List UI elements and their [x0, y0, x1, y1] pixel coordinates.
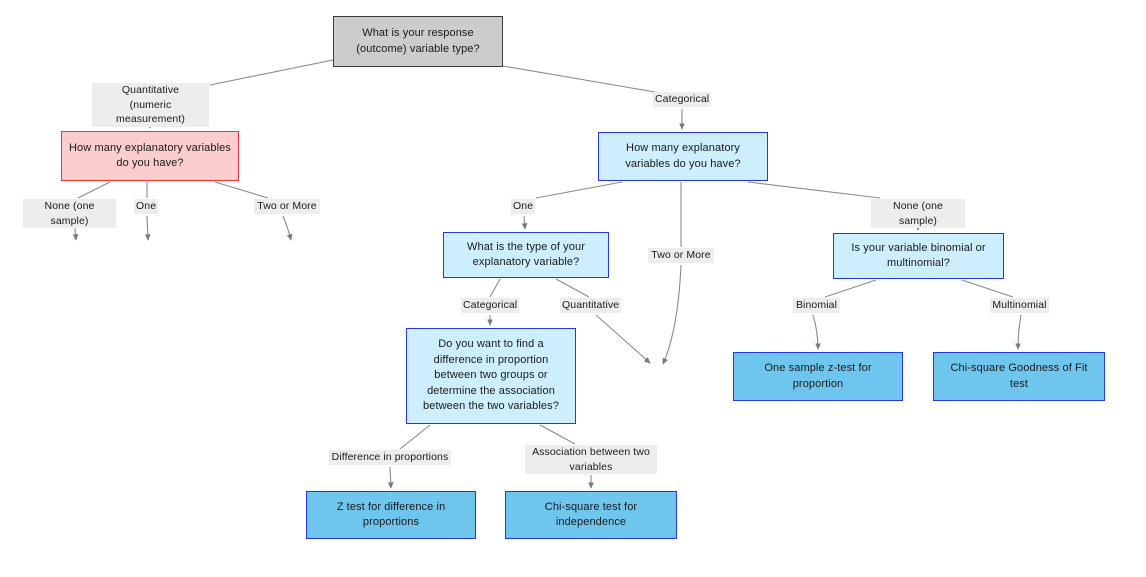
binomial-label-to-terminal — [812, 314, 821, 350]
root-to-quantitative — [209, 59, 334, 86]
node-categorical-explanatory-count[interactable]: How many explanatory variables do you ha… — [598, 132, 768, 181]
one-cat-to-box — [521, 215, 528, 230]
quant-to-twoplus — [214, 181, 269, 199]
diffassoc-to-difference — [399, 424, 431, 450]
label-quantitative: Quantitative (numeric measurement) — [92, 83, 209, 127]
label-none-one-sample-left: None (one sample) — [23, 199, 116, 228]
node-z-test-for-difference-in-proportions[interactable]: Z test for difference in proportions — [306, 491, 476, 539]
node-root-question[interactable]: What is your response (outcome) variable… — [333, 16, 503, 67]
label-none-one-sample-right: None (one sample) — [871, 199, 965, 228]
label-categorical-root: Categorical — [653, 92, 711, 107]
explanatory-to-categorical — [489, 278, 501, 298]
cat-to-none — [747, 181, 881, 199]
label-quantitative-explanatory: Quantitative — [560, 298, 621, 313]
multinomial-label-to-terminal — [1015, 314, 1022, 350]
label-one-left: One — [134, 199, 158, 214]
explanatory-to-quantitative — [555, 278, 590, 298]
label-one-cat: One — [511, 199, 535, 214]
twoplus-left-dangling — [282, 215, 293, 241]
node-chi-square-goodness-of-fit-test[interactable]: Chi-square Goodness of Fit test — [933, 352, 1105, 401]
node-chi-square-test-for-independence[interactable]: Chi-square test for independence — [505, 491, 677, 539]
multinomial-to-box — [961, 279, 1014, 298]
node-one-sample-z-test-for-proportion[interactable]: One sample z-test for proportion — [733, 352, 903, 401]
diffassoc-to-association — [539, 424, 576, 445]
quant-to-none — [77, 181, 111, 199]
root-to-categorical — [502, 65, 656, 93]
binomial-to-box — [824, 279, 877, 298]
difference-to-terminal — [387, 466, 394, 489]
label-categorical-explanatory: Categorical — [461, 298, 519, 313]
label-association-between-two-variables: Association between two variables — [525, 445, 657, 474]
label-multinomial: Multinomial — [990, 298, 1049, 313]
node-difference-or-association[interactable]: Do you want to find a difference in prop… — [406, 328, 576, 424]
cat-to-one — [535, 181, 623, 199]
label-difference-in-proportions: Difference in proportions — [329, 450, 451, 465]
node-explanatory-variable-type[interactable]: What is the type of your explanatory var… — [443, 232, 609, 278]
label-two-or-more-left: Two or More — [254, 199, 320, 214]
label-two-or-more-cat: Two or More — [648, 248, 714, 263]
label-binomial: Binomial — [793, 298, 840, 313]
twoplus-cat-dangling — [662, 264, 682, 365]
one-left-dangling — [144, 215, 151, 241]
node-binomial-or-multinomial[interactable]: Is your variable binomial or multinomial… — [833, 233, 1004, 279]
quantitative-exp-dangling — [595, 314, 651, 364]
node-quantitative-explanatory-count[interactable]: How many explanatory variables do you ha… — [61, 131, 239, 181]
